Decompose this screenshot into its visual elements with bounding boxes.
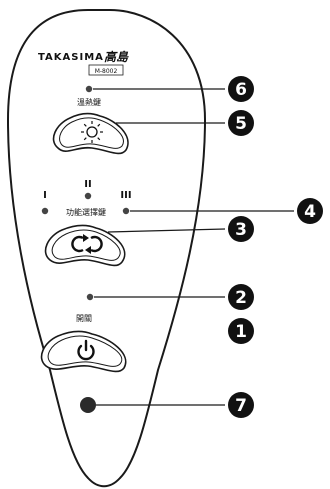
power-button-label: 開關 [76, 314, 92, 323]
function-button[interactable] [44, 224, 126, 267]
callout-1: 1 [228, 318, 254, 344]
svg-text:3: 3 [235, 220, 247, 240]
heat-button[interactable] [52, 112, 129, 155]
svg-text:7: 7 [235, 396, 247, 416]
power-icon [77, 339, 95, 361]
bottom-indicator-led [80, 397, 96, 413]
level-label-2: II [84, 179, 91, 190]
heat-indicator-led [85, 85, 93, 93]
callout-4: 4 [297, 198, 323, 224]
svg-text:2: 2 [235, 288, 247, 308]
level-indicator-led-1 [41, 207, 49, 215]
level-label-1: I [43, 190, 47, 201]
callout-7: 7 [228, 392, 254, 418]
callout-6: 6 [228, 76, 254, 102]
function-button-label: 功能選擇鍵 [66, 207, 106, 217]
leader-line-3 [107, 228, 226, 233]
level-label-3: III [120, 190, 131, 201]
callout-3: 3 [228, 216, 254, 242]
brand-cjk: 高島 [104, 50, 129, 64]
svg-text:4: 4 [304, 202, 316, 222]
svg-text:6: 6 [235, 80, 247, 100]
callout-2: 2 [228, 284, 254, 310]
model-tag-box [88, 64, 124, 76]
svg-text:5: 5 [235, 114, 247, 134]
sun-icon [81, 121, 103, 143]
level-indicator-led-3 [122, 207, 130, 215]
svg-text:1: 1 [235, 322, 247, 342]
heat-button-label: 溫熱鍵 [77, 97, 101, 107]
power-indicator-led [86, 293, 94, 301]
callout-5: 5 [228, 110, 254, 136]
brand-name: TAKASIMA [38, 52, 104, 63]
model-tag: M-8002 [95, 68, 118, 75]
cycle-arrows-icon [71, 234, 103, 254]
level-indicator-led-2 [84, 192, 92, 200]
power-button[interactable] [40, 330, 127, 373]
